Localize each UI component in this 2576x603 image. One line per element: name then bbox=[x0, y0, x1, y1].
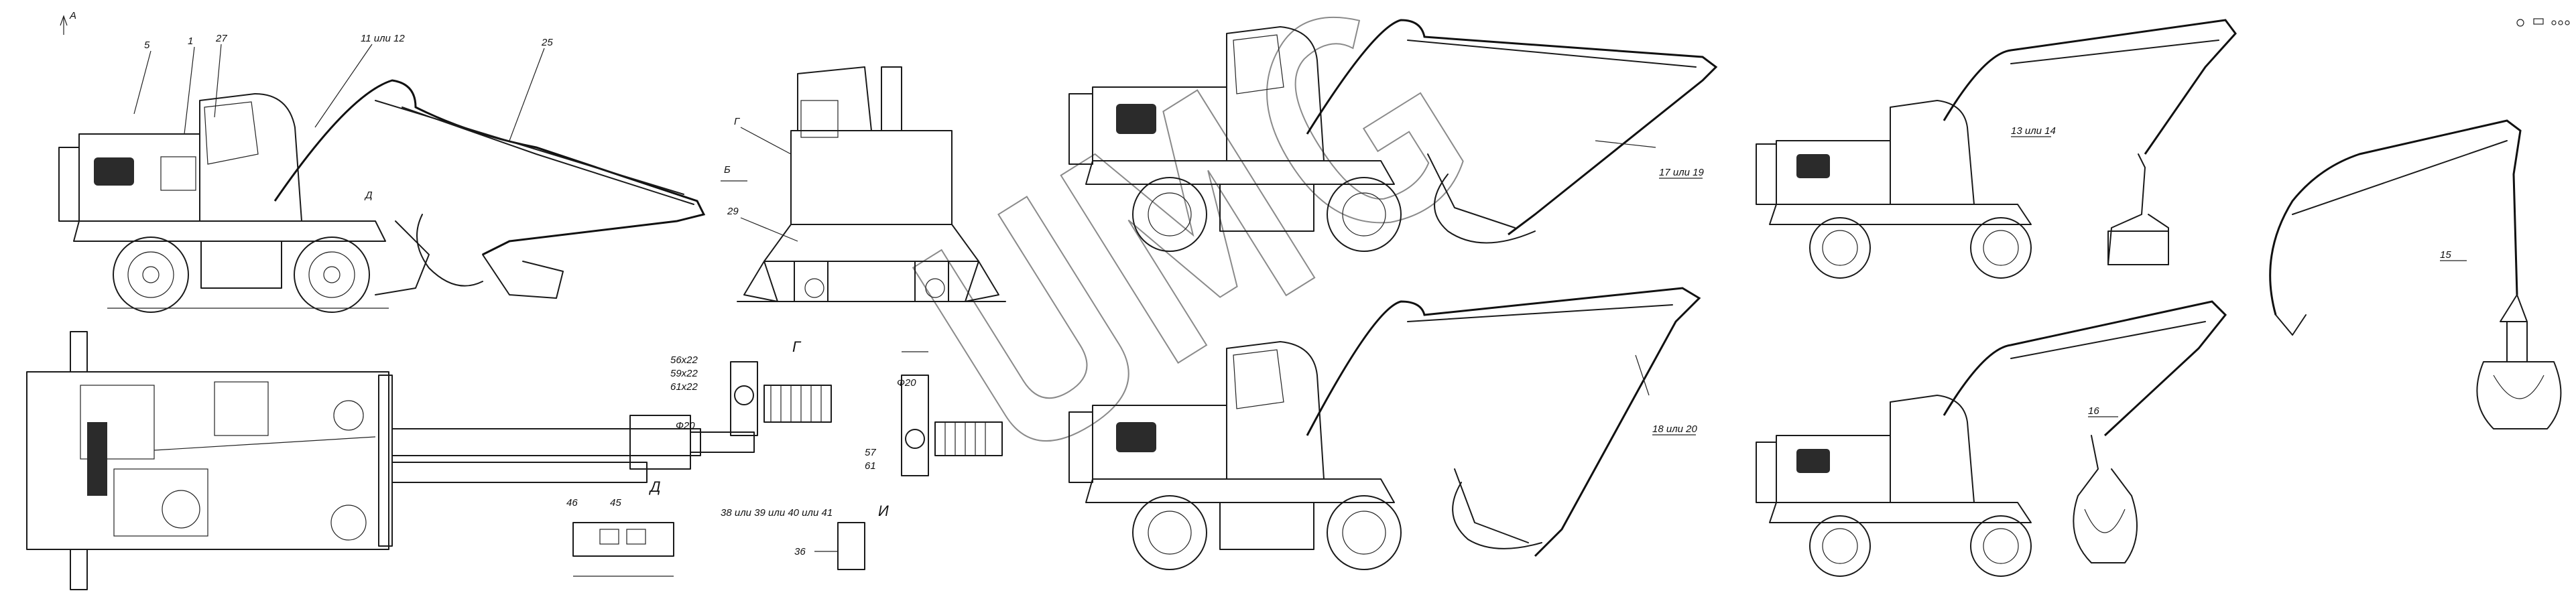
detail-i2-title: И bbox=[878, 503, 889, 519]
far-right-attachment bbox=[2269, 119, 2562, 429]
right-top-callout: 13 или 14 bbox=[2011, 125, 2056, 137]
center-bottom-callout: 18 или 20 bbox=[1652, 423, 1698, 435]
callout-b: Б bbox=[724, 164, 731, 176]
view-arrow-d-label: Д bbox=[364, 190, 373, 201]
callout-11-or-12: 11 или 12 bbox=[361, 33, 405, 44]
center-bottom-excavator bbox=[1068, 287, 1701, 570]
far-right-callout: 15 bbox=[2440, 249, 2451, 261]
detail-i2: И 38 или 39 или 40 или 41 36 bbox=[721, 503, 889, 570]
detail-g-label-1: 56х22 bbox=[670, 354, 698, 366]
corner-marks bbox=[2516, 18, 2570, 27]
front-view-callouts: Г Б 29 bbox=[721, 116, 798, 242]
front-view-excavator bbox=[737, 66, 1006, 302]
right-bottom-callout: 16 bbox=[2088, 405, 2099, 417]
side-view-callouts: 5 1 27 11 или 12 25 А Д bbox=[69, 10, 553, 201]
view-arrow-a-label: А bbox=[69, 10, 76, 21]
callout-5: 5 bbox=[144, 40, 150, 51]
right-bottom-excavator bbox=[1756, 300, 2227, 577]
right-top-excavator bbox=[1756, 19, 2237, 279]
side-view-excavator bbox=[58, 15, 706, 313]
callout-29: 29 bbox=[727, 206, 739, 217]
detail-g-label-2: 59х22 bbox=[670, 368, 698, 379]
callout-46: 46 bbox=[566, 497, 578, 509]
detail-i: Ф20 57 61 bbox=[865, 351, 1003, 476]
detail-g: Г 56х22 59х22 61х22 Ф20 bbox=[670, 338, 832, 436]
detail-g-label-3: 61х22 bbox=[670, 381, 698, 393]
callout-61: 61 bbox=[865, 460, 876, 472]
plan-view-excavator bbox=[26, 331, 755, 590]
detail-d-title: Д bbox=[648, 478, 661, 495]
callout-27: 27 bbox=[215, 33, 227, 44]
detail-g-title: Г bbox=[792, 338, 802, 355]
umg-watermark bbox=[912, 16, 1464, 442]
center-top-callout: 17 или 19 bbox=[1659, 167, 1705, 178]
callout-57: 57 bbox=[865, 447, 876, 458]
center-top-excavator bbox=[1068, 19, 1718, 252]
callout-g: Г bbox=[734, 116, 741, 127]
callout-36: 36 bbox=[794, 546, 806, 557]
detail-i-dim: Ф20 bbox=[897, 377, 916, 389]
callout-25: 25 bbox=[541, 37, 553, 48]
detail-d: Д 46 45 bbox=[566, 478, 674, 577]
detail-g-dim: Ф20 bbox=[676, 420, 695, 431]
detail-i2-label: 38 или 39 или 40 или 41 bbox=[721, 507, 833, 519]
callout-45: 45 bbox=[610, 497, 621, 509]
callout-1: 1 bbox=[188, 36, 193, 47]
